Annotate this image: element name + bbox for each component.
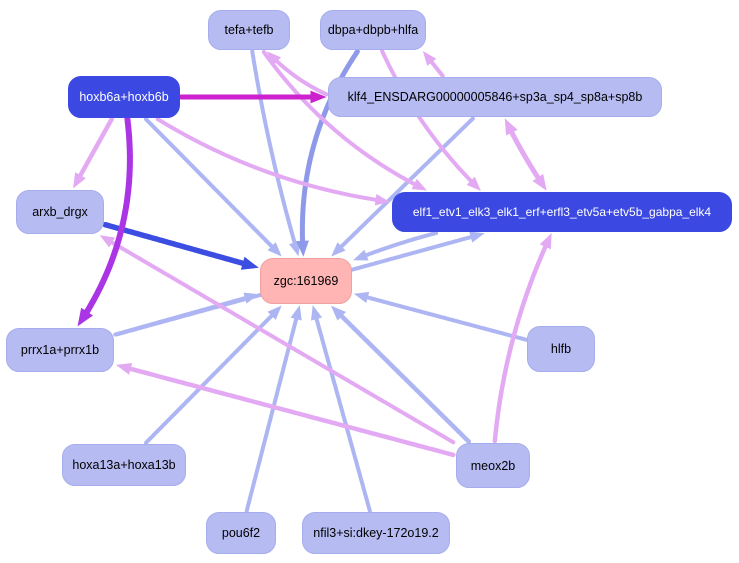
edge-line	[363, 294, 528, 342]
arrowhead-icon	[374, 194, 390, 206]
edge-hoxb6a-elf1	[155, 117, 390, 206]
arrowhead-icon	[411, 178, 427, 191]
node-klf4[interactable]: klf4_ENSDARG00000005846+sp3a_sp4_sp8a+sp…	[328, 77, 662, 117]
edge-arxb-zgc	[102, 221, 259, 270]
node-tefa[interactable]: tefa+tefb	[208, 10, 290, 50]
edge-hoxb6a-zgc	[144, 117, 282, 257]
edge-line	[380, 49, 475, 185]
node-arxb[interactable]: arxb_drgx	[16, 190, 104, 234]
arrowhead-icon	[290, 305, 302, 321]
edge-line	[337, 116, 475, 250]
edge-klf4-dbpa	[422, 51, 445, 78]
node-elf1[interactable]: elf1_etv1_elk3_elk1_erf+erfl3_etv5a+etv5…	[392, 192, 732, 232]
arrowhead-icon	[289, 240, 301, 257]
edge-hoxa13a-zgc	[144, 305, 282, 445]
edge-line	[508, 127, 542, 183]
edge-hoxb6a-klf4	[178, 90, 327, 104]
edge-line	[250, 49, 298, 247]
edge-meox2b-elf1	[492, 233, 552, 444]
arrowhead-icon	[77, 307, 93, 327]
edge-hoxb6a-arxb	[73, 116, 114, 189]
edge-klf4-tefa	[266, 51, 329, 97]
edge-meox2b-zgc	[330, 305, 472, 444]
edge-nfil3-zgc	[311, 305, 372, 513]
node-hoxa13a[interactable]: hoxa13a+hoxa13b	[62, 444, 186, 486]
arrowhead-icon	[469, 231, 485, 243]
node-dbpa[interactable]: dbpa+dbpb+hlfa	[320, 10, 426, 50]
edge-line	[144, 117, 276, 250]
edge-dbpa-elf1	[380, 49, 481, 191]
arrowhead-icon	[539, 233, 552, 250]
arrowhead-icon	[330, 305, 347, 321]
edge-line	[144, 312, 276, 445]
arrowhead-icon	[331, 242, 346, 257]
arrowhead-icon	[296, 240, 309, 257]
edge-line	[155, 117, 380, 202]
edge-klf4-zgc	[331, 116, 475, 257]
arrowhead-icon	[73, 172, 86, 189]
node-zgc[interactable]: zgc:161969	[260, 258, 352, 304]
edge-line	[313, 314, 372, 513]
node-prrx1a[interactable]: prrx1a+prrx1b	[6, 328, 114, 372]
edge-meox2b-arxb	[99, 235, 456, 445]
edge-elf1-zgc	[353, 231, 439, 261]
node-nfil3[interactable]: nfil3+si:dkey-172o19.2	[302, 512, 450, 554]
arrowhead-icon	[99, 235, 116, 248]
edge-line	[126, 366, 456, 458]
arrowhead-icon	[504, 118, 518, 136]
node-hoxb6a[interactable]: hoxb6a+hoxb6b	[68, 76, 180, 118]
edge-line	[102, 221, 249, 267]
arrowhead-icon	[115, 362, 133, 375]
node-pou6f2[interactable]: pou6f2	[206, 512, 276, 554]
edge-line	[362, 231, 439, 258]
node-hlfb[interactable]: hlfb	[527, 326, 595, 372]
edge-line	[76, 116, 114, 180]
edge-line	[82, 116, 133, 317]
edge-tefa-elf1	[261, 49, 427, 191]
edge-line	[492, 241, 549, 444]
arrowhead-icon	[353, 291, 370, 304]
arrowhead-icon	[311, 305, 323, 321]
edge-pou6f2-zgc	[244, 305, 302, 513]
edge-line	[108, 239, 456, 445]
arrowhead-icon	[310, 90, 327, 104]
edge-line	[244, 314, 299, 513]
edge-line	[261, 49, 419, 188]
edge-hlfb-zgc	[353, 291, 528, 342]
edge-hoxb6a-prrx1a	[77, 116, 133, 327]
edge-tefa-zgc	[250, 49, 301, 257]
node-meox2b[interactable]: meox2b	[456, 443, 530, 488]
edge-klf4-elf1	[504, 118, 547, 191]
arrowhead-icon	[532, 173, 547, 191]
edge-line	[338, 312, 472, 444]
edge-line	[273, 57, 329, 97]
edge-meox2b-prrx1a	[115, 362, 456, 458]
edge-line	[428, 58, 445, 78]
